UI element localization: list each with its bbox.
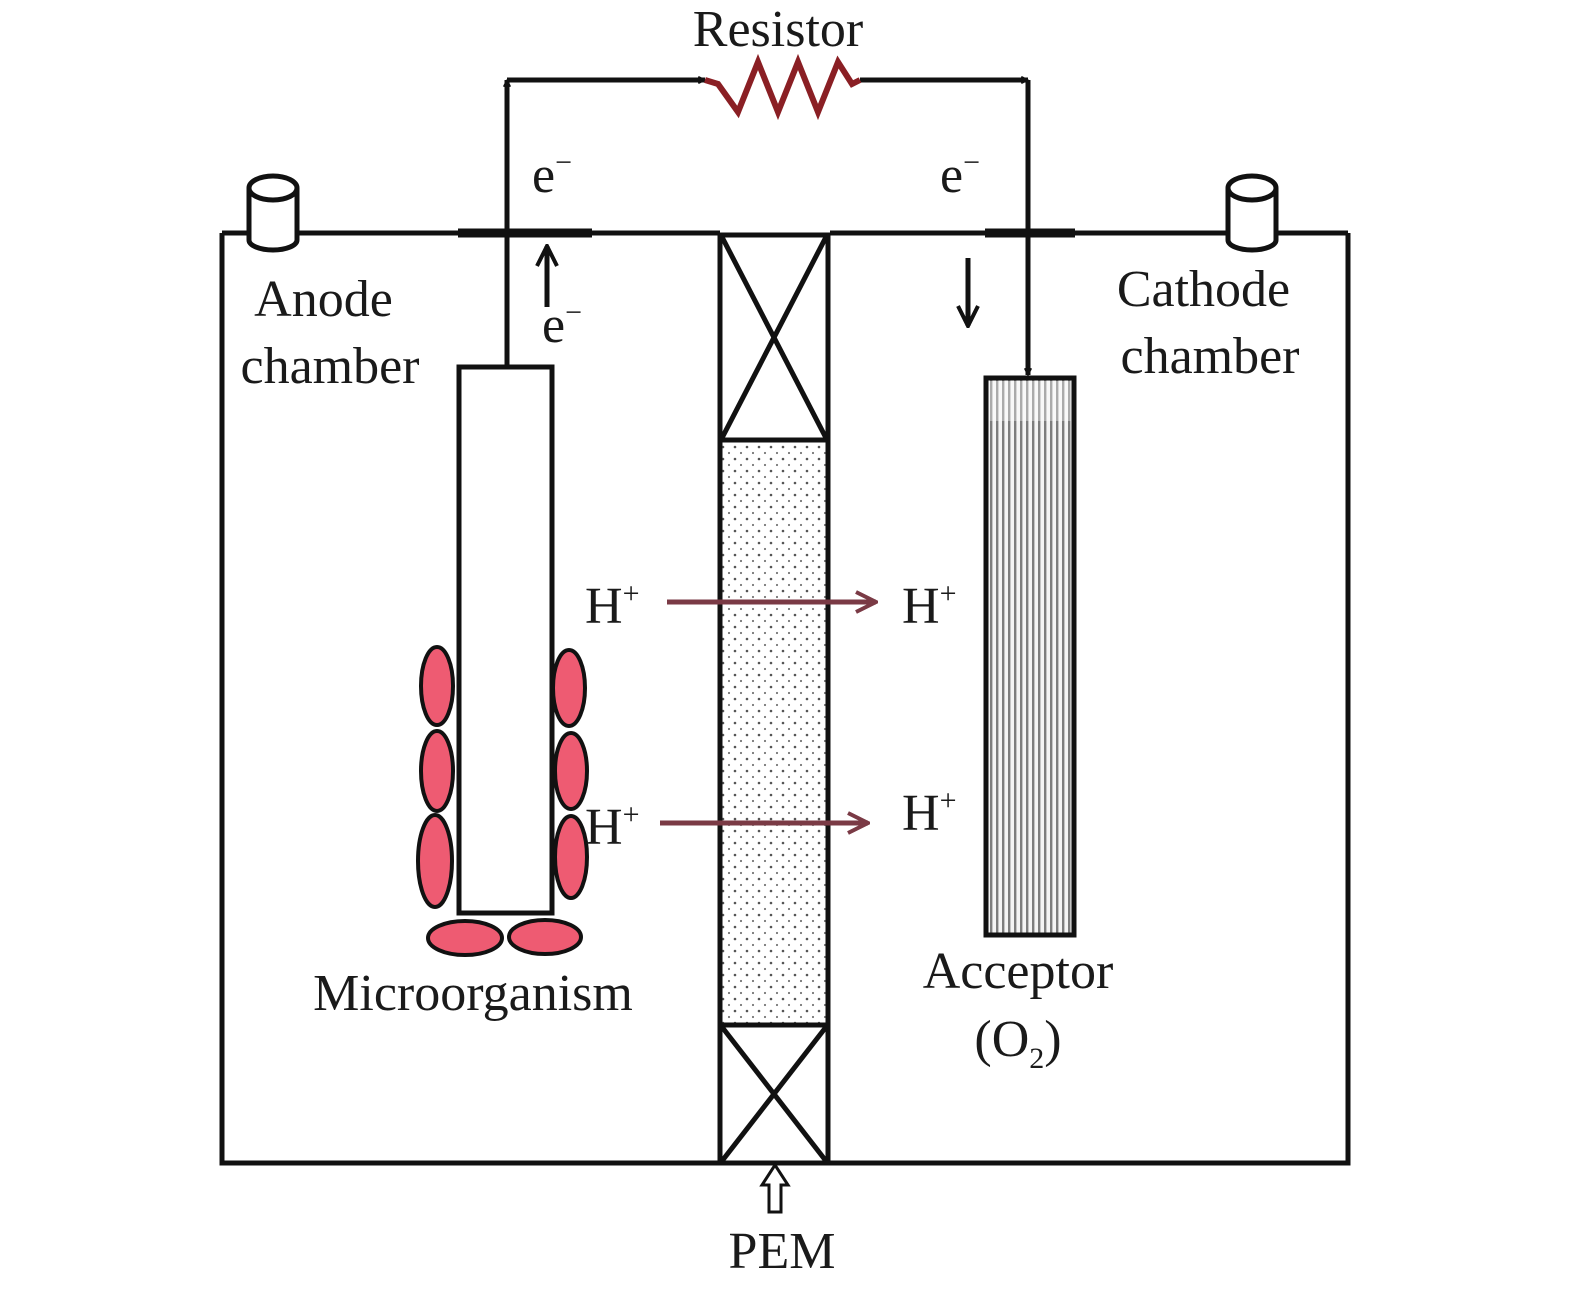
pem-membrane: [717, 232, 831, 1166]
microbe-cell: [551, 648, 587, 728]
electron-label-anode-top: e−: [532, 146, 572, 204]
anode-port: [246, 173, 300, 253]
microbe-cell: [553, 731, 589, 811]
microbe-cell: [419, 645, 455, 727]
acceptor-label: Acceptor: [923, 943, 1114, 1000]
external-circuit-wire: [507, 80, 1028, 375]
electron-label-anode-lower: e−: [542, 296, 582, 354]
proton-label-cathode-lower: H+: [902, 784, 956, 842]
cathode-port: [1225, 173, 1279, 253]
cathode-electrode-top-band: [989, 381, 1071, 421]
microorganism-label: Microorganism: [313, 965, 633, 1022]
anode-electrode: [456, 364, 555, 916]
anode-chamber-label: Anode chamber: [240, 271, 419, 395]
pem-porous-section: [722, 440, 826, 1025]
microbe-cell: [426, 919, 504, 957]
microbe-cell: [416, 813, 454, 909]
pem-pointer-arrow: [759, 1162, 791, 1214]
microorganism-cluster: [416, 645, 589, 957]
pem-label: PEM: [729, 1223, 836, 1280]
resistor-symbol: [704, 53, 862, 121]
proton-label-anode-upper: H+: [585, 577, 639, 635]
proton-label-cathode-upper: H+: [902, 577, 956, 635]
microbe-cell: [419, 729, 455, 813]
resistor-label: Resistor: [693, 1, 863, 58]
microbe-cell: [507, 918, 583, 956]
proton-label-anode-lower: H+: [585, 798, 639, 856]
cathode-electrode: [983, 375, 1077, 938]
acceptor-formula: (O2): [974, 1011, 1061, 1075]
cathode-chamber-label: Cathode chamber: [1117, 261, 1303, 385]
microbe-cell: [553, 814, 589, 900]
electron-label-cathode-top: e−: [940, 146, 980, 204]
